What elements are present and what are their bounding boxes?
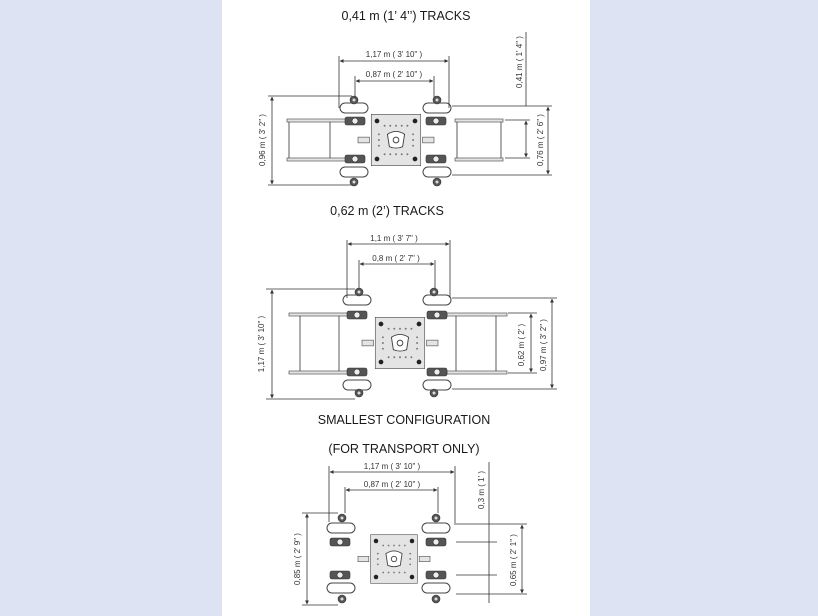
machine-body [361, 316, 439, 370]
dim-inner-width: 0,8 m ( 2' 7" ) [372, 254, 420, 263]
dim-outer-width: 1,1 m ( 3' 7" ) [370, 234, 418, 243]
diagram-041m-tracks: 0,41 m (1’ 4’’) TRACKS [258, 9, 552, 187]
dim-left-height: 0,85 m ( 2' 9" ) [293, 533, 302, 585]
diagram-title: 0,41 m (1’ 4’’) TRACKS [342, 9, 471, 23]
machine-body [357, 534, 431, 584]
dim-right-outer: 0,3 m ( 1' ) [477, 471, 486, 509]
diagram-062m-tracks: 0,62 m (2’) TRACKS 1, [257, 204, 557, 400]
diagram-subtitle: (FOR TRANSPORT ONLY) [328, 442, 479, 456]
dim-right-inner: 0,65 m ( 2' 1" ) [509, 534, 518, 586]
dim-outer-width: 1,17 m ( 3' 10" ) [366, 50, 423, 59]
diagram-title: SMALLEST CONFIGURATION [318, 413, 490, 427]
dim-right-outer: 0,97 m ( 3' 2" ) [539, 319, 548, 371]
dim-inner-width: 0,87 m ( 2' 10" ) [366, 70, 423, 79]
dimension-lines [268, 32, 552, 186]
dim-right-inner: 0,62 m ( 2' ) [517, 323, 526, 366]
diagram-smallest-configuration: SMALLEST CONFIGURATION (FOR TRANSPORT ON… [293, 413, 527, 606]
machine-body [357, 113, 435, 167]
dim-right-inner: 0,76 m ( 2' 6" ) [536, 114, 545, 166]
dim-inner-width: 0,87 m ( 2' 10" ) [364, 480, 421, 489]
content-panel [222, 0, 590, 616]
dim-outer-width: 1,17 m ( 3' 10" ) [364, 462, 421, 471]
dimension-lines [266, 240, 557, 400]
dim-left-height: 1,17 m ( 3' 10" ) [257, 315, 266, 372]
dim-left-height: 0,96 m ( 3' 2" ) [258, 114, 267, 166]
dim-right-outer: 0,41 m ( 1' 4" ) [515, 36, 524, 88]
dimension-lines [302, 462, 527, 606]
diagram-title: 0,62 m (2’) TRACKS [330, 204, 444, 218]
